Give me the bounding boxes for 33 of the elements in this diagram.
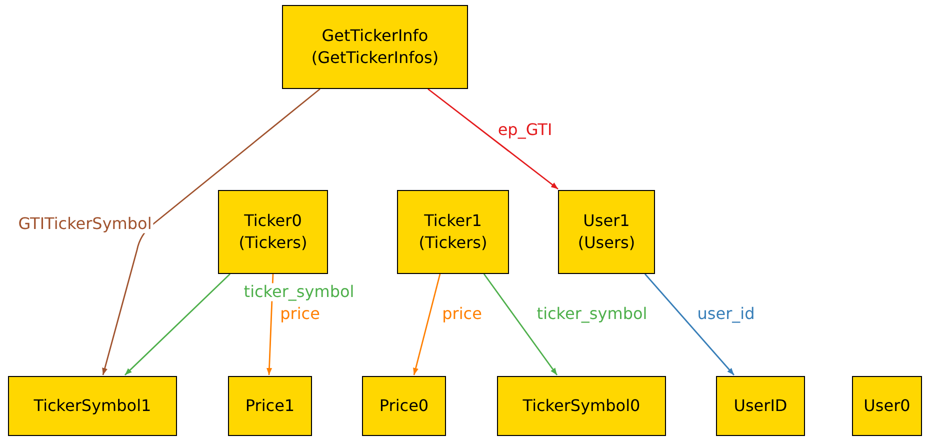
arrow <box>644 274 734 376</box>
arrow <box>102 88 320 376</box>
edge-label: GTITickerSymbol <box>17 215 153 233</box>
entity-name: TickerSymbol1 <box>34 395 152 417</box>
edge-label: ticker_symbol <box>242 283 356 301</box>
entity-box <box>497 376 666 436</box>
entity-box <box>362 376 446 436</box>
arrow <box>124 274 230 376</box>
entity-box <box>852 376 922 436</box>
edge-label: user_id <box>696 305 756 323</box>
entity-box <box>558 190 655 274</box>
entity-name: Ticker0 (Tickers) <box>238 210 308 254</box>
entity-name: Price0 <box>379 395 429 417</box>
arrow <box>483 274 558 376</box>
edge-label: price <box>279 305 321 323</box>
arrow <box>413 274 441 376</box>
entity-name: Ticker1 (Tickers) <box>418 210 488 254</box>
entity-name: User1 (Users) <box>576 210 636 254</box>
entity-name: Price1 <box>245 395 295 417</box>
edge-label: ep_GTI <box>496 121 554 139</box>
entity-box <box>8 376 177 436</box>
entity-box <box>282 5 468 89</box>
entity-name: UserID <box>734 395 788 417</box>
arrow <box>428 88 558 190</box>
entity-box <box>397 190 509 274</box>
entity-name: User0 <box>864 395 910 417</box>
edge-label: price <box>441 305 483 323</box>
entity-box <box>716 376 805 436</box>
entity-box <box>218 190 328 274</box>
entity-box <box>228 376 312 436</box>
entity-name: TickerSymbol0 <box>522 395 640 417</box>
edge-label: ticker_symbol <box>536 305 648 323</box>
entity-name: GetTickerInfo (GetTickerInfos) <box>310 25 440 69</box>
